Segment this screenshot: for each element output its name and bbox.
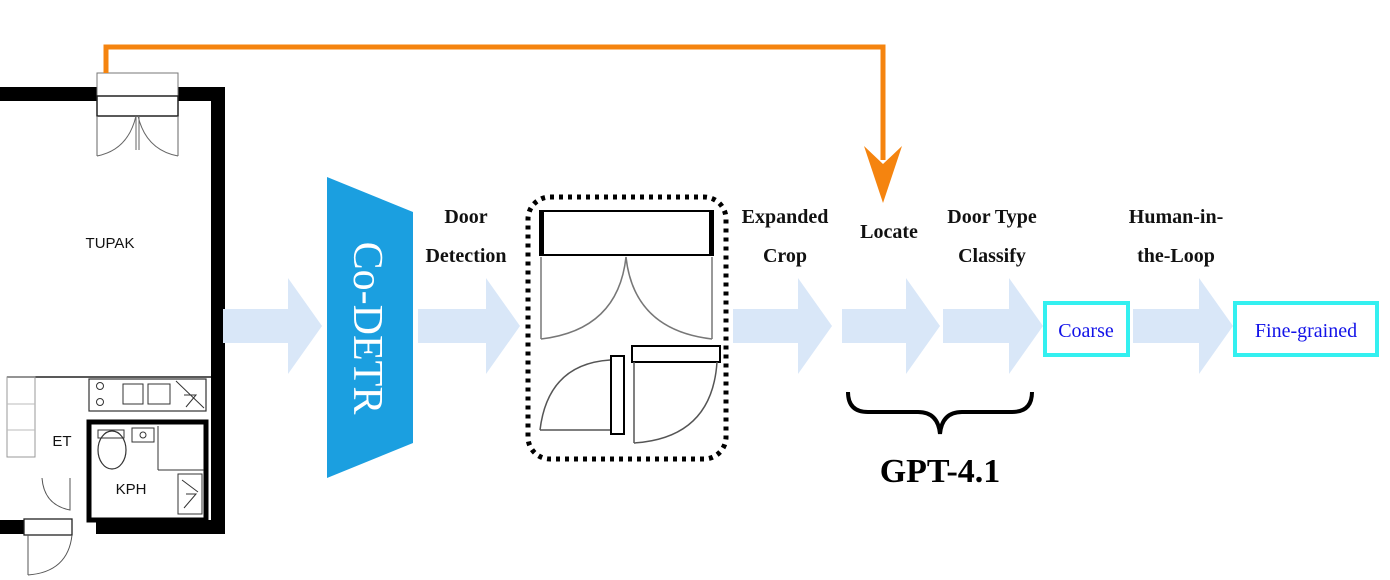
step-human-loop-line2: the-Loop [1137, 245, 1215, 267]
gpt-label: GPT-4.1 [880, 453, 1001, 490]
coarse-label: Coarse [1058, 320, 1114, 342]
room-label-bath: KPH [116, 481, 147, 498]
feedback-arrow-line [103, 44, 886, 160]
step-locate: Locate [860, 221, 918, 243]
feedback-arrow-head [864, 146, 902, 203]
model-trapezoid [327, 177, 413, 478]
step-door-detection-line2: Detection [425, 245, 506, 267]
gpt-brace [846, 391, 1034, 435]
step-door-type-line2: Classify [958, 245, 1026, 267]
coarse-box [1043, 301, 1130, 357]
step-expanded-crop-line2: Crop [763, 245, 807, 267]
fine-grained-box [1233, 301, 1379, 357]
flow-arrow-3 [733, 278, 832, 374]
step-expanded-crop-line1: Expanded [742, 206, 829, 228]
flow-arrow-4 [842, 278, 940, 374]
flow-arrow-6 [1133, 278, 1233, 374]
step-human-loop-line1: Human-in- [1129, 206, 1223, 228]
door-crop-drawing [539, 210, 721, 444]
flow-arrow-5 [943, 278, 1043, 374]
room-label-entry: ET [52, 433, 71, 450]
room-label-main: TUPAK [86, 235, 135, 252]
fine-grained-label: Fine-grained [1255, 320, 1357, 342]
flow-arrow-2 [418, 278, 520, 374]
flow-arrow-1 [223, 278, 322, 374]
flow-arrows [223, 278, 1233, 374]
model-label: Co-DETR [344, 242, 390, 415]
door-crop-box [525, 194, 729, 462]
step-door-detection-line1: Door [444, 206, 487, 228]
floor-plan [0, 72, 225, 576]
step-door-type-line1: Door Type [947, 206, 1037, 228]
